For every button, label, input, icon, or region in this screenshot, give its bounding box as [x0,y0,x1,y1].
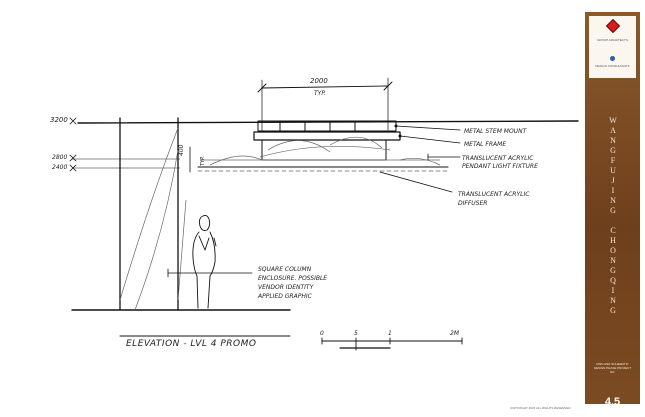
project-title-word1: WANGFUJING [608,116,618,216]
scale-label-5: 5 [354,330,358,337]
spacing-dim-label: 2000 [310,77,328,85]
level-label-upper: 2800 [52,154,67,161]
title-block: GROUP ARCHITECTS DESIGN CONSULTANTS WANG… [585,12,640,408]
company-logo: GROUP ARCHITECTS DESIGN CONSULTANTS [589,16,636,78]
metal-frame [253,131,401,141]
acrylic-diffuser [197,155,449,172]
note-diffuser-line2: DIFFUSER [458,200,487,207]
level-tick-top [69,117,77,125]
title-block-info: DWG REF SCHEMATIC DESIGN PHASE PROJECT N… [593,362,632,374]
client-logo-icon [610,56,615,61]
scale-label-1: 1 [388,330,392,337]
note-column-line3: VENDOR IDENTITY [258,284,315,291]
spacing-dimension [257,77,393,133]
square-column [119,117,187,311]
note-fixture-line2: PENDANT LIGHT FIXTURE [462,163,538,170]
note-metal-frame: METAL FRAME [464,141,506,148]
note-metal-stem-mount: METAL STEM MOUNT [464,128,528,135]
level-tick-lower [69,164,77,172]
drawing-caption: ELEVATION - LVL 4 PROMO [126,339,256,349]
scale-bar [321,337,463,351]
project-title-word2: CHONGQING [608,226,618,316]
scale-label-2m: 2M [450,330,460,337]
note-column-line4: APPLIED GRAPHIC [257,293,313,300]
ceiling-line [77,120,579,124]
logo-text: GROUP ARCHITECTS [597,38,628,42]
note-diffuser-line1: TRANSLUCENT ACRYLIC [458,191,530,198]
human-scale-figure [192,214,217,309]
logo-subtext: DESIGN CONSULTANTS [595,64,630,68]
level-label-top: 3200 [50,116,68,124]
level-tick-upper [69,154,77,162]
pendant-drop-typ: TYP. [200,156,206,166]
project-title: WANGFUJING CHONGQING [601,116,625,316]
leader-lines [167,124,461,278]
sheet-number: 4.5 [604,396,621,408]
note-column-line1: SQUARE COLUMN [258,266,312,273]
logo-diamond-icon [605,18,621,34]
copyright-note: COPYRIGHT 2007 ALL RIGHTS RESERVED [510,406,571,410]
spacing-dim-typ: TYP. [314,90,326,97]
note-column-line2: ENCLOSURE. POSSIBLE [258,275,327,282]
pendant-drop-label: 400 [178,144,185,156]
scale-label-0: 0 [320,330,324,337]
note-fixture-line1: TRANSLUCENT ACRYLIC [462,155,534,162]
level-label-lower: 2400 [52,164,67,171]
